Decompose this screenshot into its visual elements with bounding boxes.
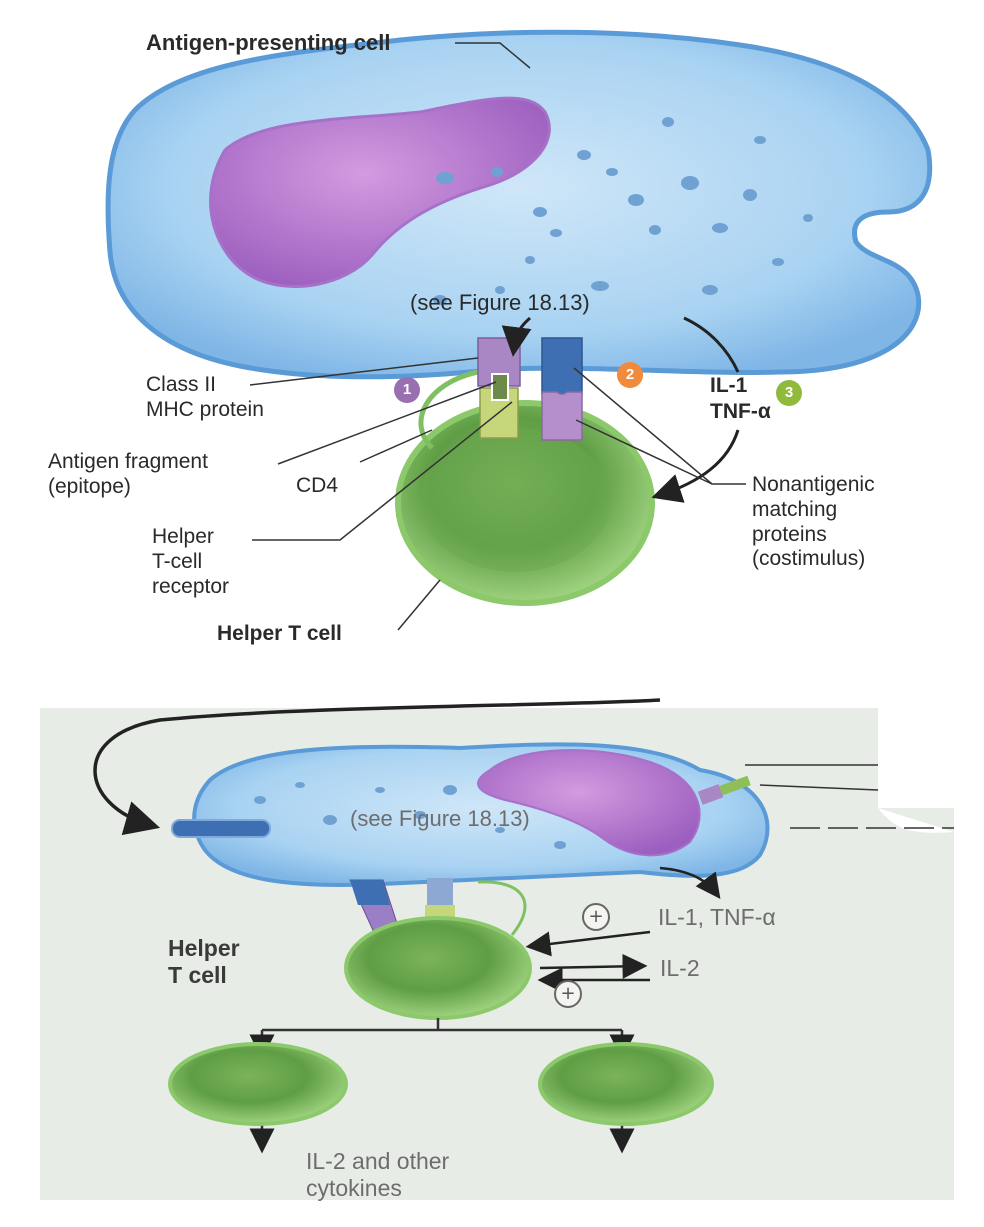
antigen-fragment	[491, 373, 509, 401]
il1-arrow-lower	[651, 429, 740, 503]
apc-cell	[105, 29, 933, 380]
step-badge-3: 3	[776, 380, 802, 406]
il1-tnf-label: IL-1, TNF-α	[658, 904, 776, 930]
figure-ref-bottom: (see Figure 18.13)	[350, 806, 530, 831]
figure-ref-top: (see Figure 18.13)	[410, 290, 590, 315]
plus-symbol-lower: +	[554, 980, 582, 1008]
leader-lines-top	[249, 42, 746, 631]
helper-t-cell-bottom	[344, 916, 532, 1020]
daughter-t-cell-left	[168, 1042, 348, 1126]
tnf-label: TNF-α	[710, 400, 771, 423]
class2-mhc-label: Class II MHC protein	[146, 373, 264, 421]
tcr-label: Helper T-cell receptor	[152, 525, 230, 598]
costim-blue-protein	[541, 337, 583, 395]
daughter-t-cell-right	[538, 1042, 714, 1126]
nonantigenic-label: Nonantigenic matching proteins (costimul…	[752, 473, 875, 571]
il1-arrow-upper	[683, 316, 740, 373]
il2-label: IL-2	[660, 955, 700, 981]
costim-purple-protein	[541, 391, 583, 441]
il1-label: IL-1	[710, 374, 748, 397]
helper-t-cell-label-bottom: Helper T cell	[168, 935, 240, 989]
plus-symbol-upper: +	[582, 903, 610, 931]
cd4-loop	[418, 369, 479, 450]
apc-vesicles	[433, 117, 813, 305]
helper-t-cell-label: Helper T cell	[217, 622, 342, 645]
step-badge-2: 2	[617, 362, 643, 388]
cd4-label: CD4	[296, 474, 339, 497]
apc-nucleus	[209, 96, 551, 288]
antigen-fragment-label: Antigen fragment (epitope)	[48, 450, 208, 498]
step-badge-1: 1	[394, 377, 420, 403]
helper-t-cell	[395, 400, 655, 606]
apc-label: Antigen-presenting cell	[146, 30, 391, 55]
cytokines-label: IL-2 and other cytokines	[306, 1148, 450, 1202]
